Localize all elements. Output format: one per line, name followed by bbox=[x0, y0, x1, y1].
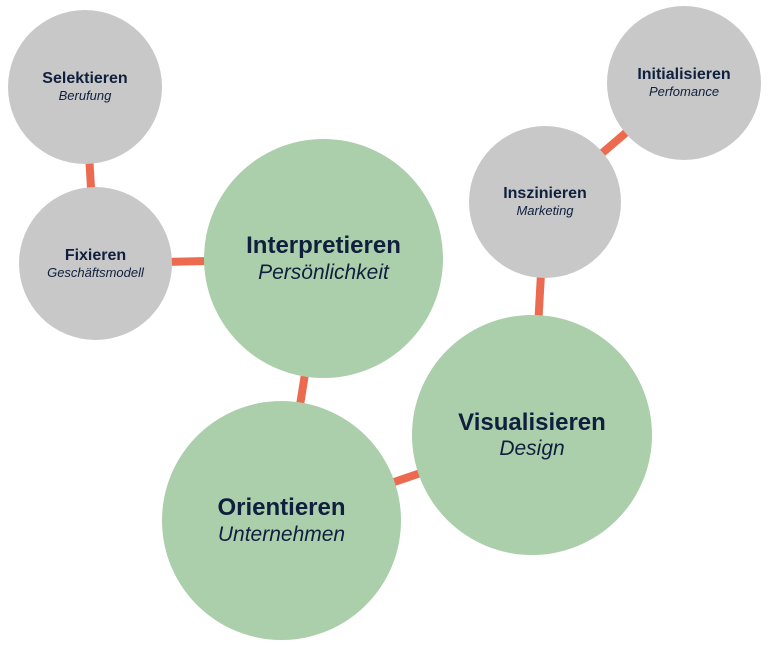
node-orientieren: Orientieren Unternehmen bbox=[162, 401, 401, 640]
node-fixieren: Fixieren Geschäftsmodell bbox=[19, 187, 172, 340]
node-initialisieren: Initialisieren Perfomance bbox=[607, 6, 761, 160]
node-subtitle: Marketing bbox=[516, 203, 574, 219]
node-title: Fixieren bbox=[64, 246, 127, 264]
node-title: Orientieren bbox=[217, 494, 346, 522]
node-interpretieren: Interpretieren Persönlichkeit bbox=[204, 139, 443, 378]
node-title: Selektieren bbox=[42, 70, 128, 87]
node-subtitle: Unternehmen bbox=[217, 522, 346, 546]
node-selektieren: Selektieren Berufung bbox=[8, 10, 162, 164]
node-subtitle: Geschäftsmodell bbox=[47, 264, 144, 280]
node-title: Visualisieren bbox=[458, 408, 606, 436]
node-title: Inszinieren bbox=[503, 185, 587, 202]
node-title: Initialisieren bbox=[637, 66, 731, 83]
node-title: Interpretieren bbox=[246, 232, 401, 260]
node-subtitle: Perfomance bbox=[648, 84, 720, 100]
node-inszinieren: Inszinieren Marketing bbox=[469, 126, 621, 278]
node-subtitle: Design bbox=[499, 437, 565, 461]
node-subtitle: Berufung bbox=[58, 88, 112, 104]
node-visualisieren: Visualisieren Design bbox=[412, 315, 652, 555]
node-subtitle: Persönlichkeit bbox=[258, 260, 389, 284]
